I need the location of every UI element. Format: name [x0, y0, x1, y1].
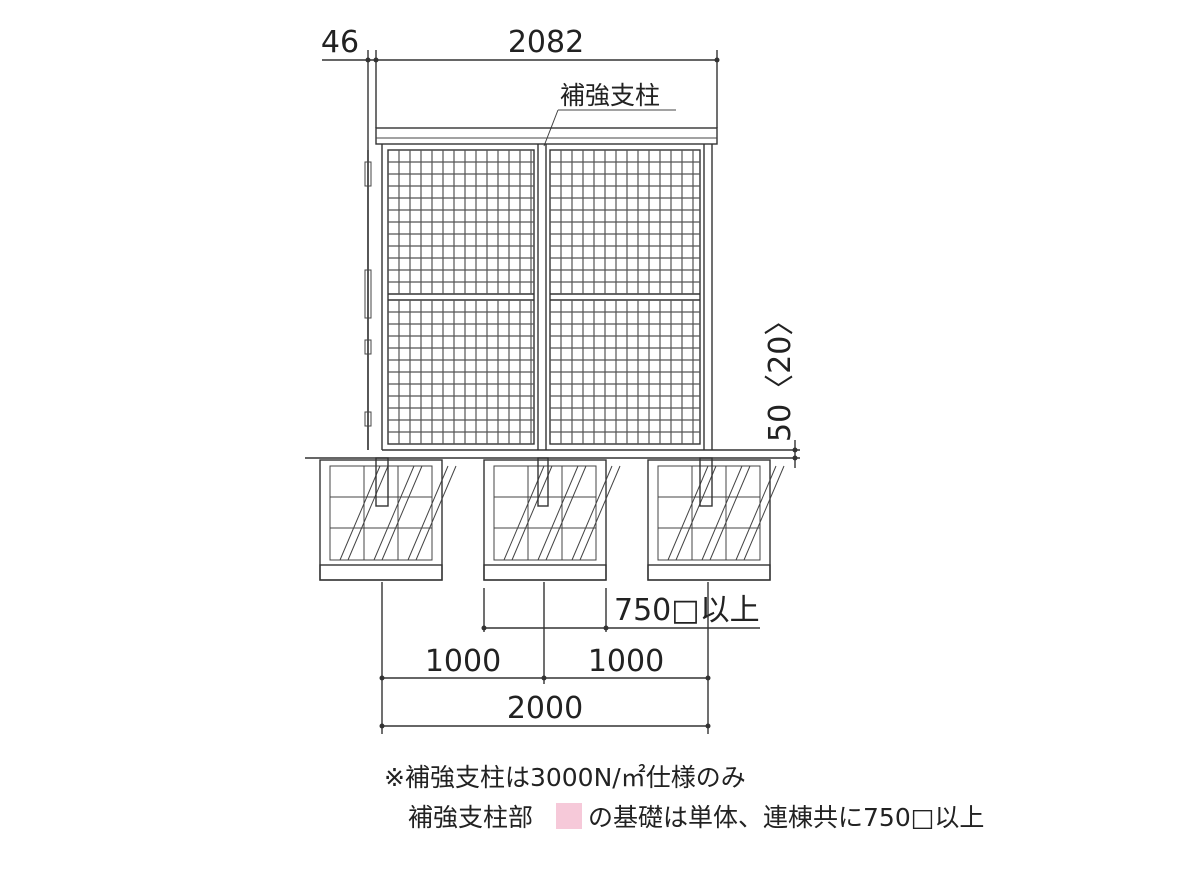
footing-left: [319, 459, 457, 581]
reinforcement-post-callout: 補強支柱: [543, 81, 676, 147]
dim-span-right: 1000: [588, 644, 664, 679]
note-line-2-prefix: 補強支柱部: [408, 803, 533, 832]
dim-total-width: 2082: [508, 25, 584, 60]
dim-height-clearance: 50〈20〉: [763, 306, 798, 442]
shed-structure: [364, 127, 718, 451]
footing-right: [647, 459, 785, 581]
highlight-swatch: [556, 803, 582, 829]
bottom-dimensions: 750□以上 1000 1000 2000: [379, 582, 760, 734]
top-dimension: 46 2082: [321, 25, 720, 450]
note-line-1: ※補強支柱は3000N/㎡仕様のみ: [384, 763, 746, 792]
notes: ※補強支柱は3000N/㎡仕様のみ 補強支柱部 の基礎は単体、連棟共に750□以…: [384, 763, 984, 832]
reinforcement-post-label: 補強支柱: [560, 81, 660, 110]
note-line-2-suffix: の基礎は単体、連棟共に750□以上: [588, 803, 984, 832]
dim-footing-size: 750□以上: [614, 593, 760, 628]
dim-span-total: 2000: [507, 691, 583, 726]
height-dimension: 50〈20〉: [305, 306, 800, 468]
post-embeds: [375, 457, 713, 507]
footing-center-highlight: [483, 459, 621, 581]
dim-span-left: 1000: [425, 644, 501, 679]
dim-side-offset: 46: [321, 25, 359, 60]
